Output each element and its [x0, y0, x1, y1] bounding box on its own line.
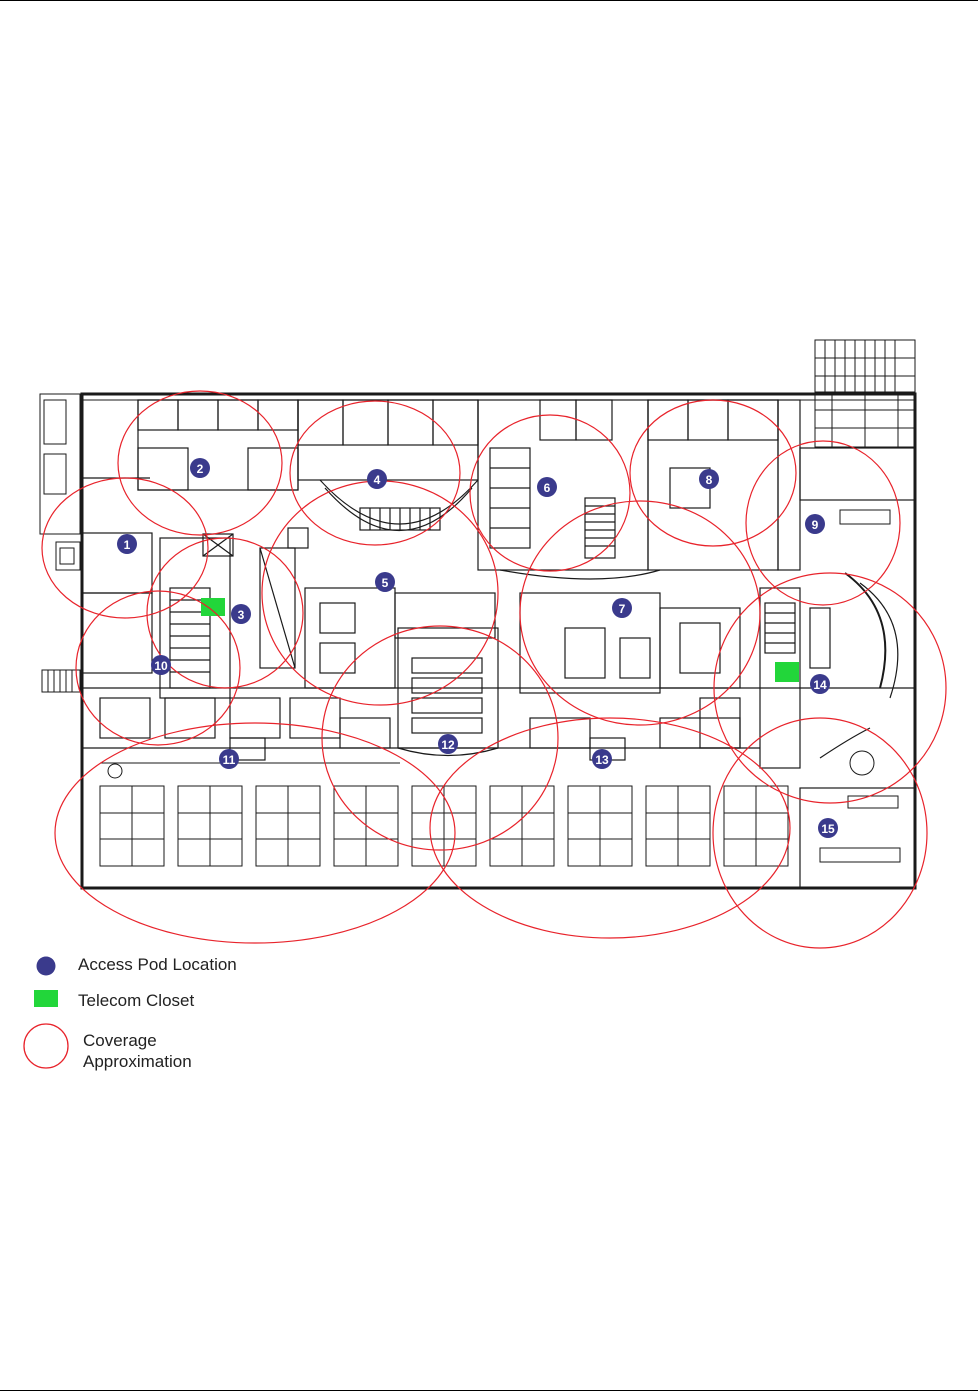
access-pod-number: 1 [124, 538, 131, 552]
access-pod-number: 5 [382, 576, 389, 590]
access-pod-number: 15 [821, 822, 835, 836]
access-pod-number: 12 [441, 738, 455, 752]
coverage-legend-label-line2: Approximation [83, 1051, 192, 1073]
conference-furniture [820, 510, 900, 862]
coverage-circle [55, 723, 455, 943]
access-pod-marker: 10 [151, 655, 171, 675]
telecom-closet-legend-icon [34, 990, 58, 1007]
access-pod-marker: 4 [367, 469, 387, 489]
access-pod-marker: 5 [375, 572, 395, 592]
access-pod-number: 9 [812, 518, 819, 532]
access-pod-number: 11 [223, 753, 236, 767]
exterior-wing-left [40, 394, 80, 692]
coverage-circle [520, 501, 760, 725]
access-pod-marker: 2 [190, 458, 210, 478]
access-pod-legend-icon [36, 956, 60, 976]
access-pod-marker: 13 [592, 749, 612, 769]
access-pod-number: 6 [544, 481, 551, 495]
coverage-legend-icon [22, 1022, 72, 1072]
access-pod-marker: 3 [231, 604, 251, 624]
access-pod-marker: 14 [810, 674, 830, 694]
access-pod-number: 13 [595, 753, 609, 767]
access-pod-number: 8 [706, 473, 713, 487]
page-top-rule [0, 0, 978, 1]
access-pod-number: 4 [374, 473, 381, 487]
access-pod-number: 14 [813, 678, 827, 692]
telecom-closet [775, 662, 799, 682]
telecom-closet-legend-label: Telecom Closet [78, 990, 194, 1012]
access-pod-marker: 1 [117, 534, 137, 554]
access-pod-marker: 8 [699, 469, 719, 489]
coverage-legend-label-line1: Coverage [83, 1030, 157, 1052]
cubicle-field [100, 763, 788, 866]
access-pod-marker: 12 [438, 734, 458, 754]
access-pod-marker: 9 [805, 514, 825, 534]
page-bottom-rule [0, 1390, 978, 1391]
access-pod-marker: 6 [537, 477, 557, 497]
access-pod-number: 3 [238, 608, 245, 622]
access-pod-number: 2 [197, 462, 204, 476]
access-pod-number: 7 [619, 602, 626, 616]
access-pod-marker: 7 [612, 598, 632, 618]
access-pod-number: 10 [154, 659, 168, 673]
access-pod-marker: 15 [818, 818, 838, 838]
access-pod-marker: 11 [219, 749, 239, 769]
access-pod-legend-label: Access Pod Location [78, 954, 237, 976]
telecom-closet [201, 598, 225, 616]
